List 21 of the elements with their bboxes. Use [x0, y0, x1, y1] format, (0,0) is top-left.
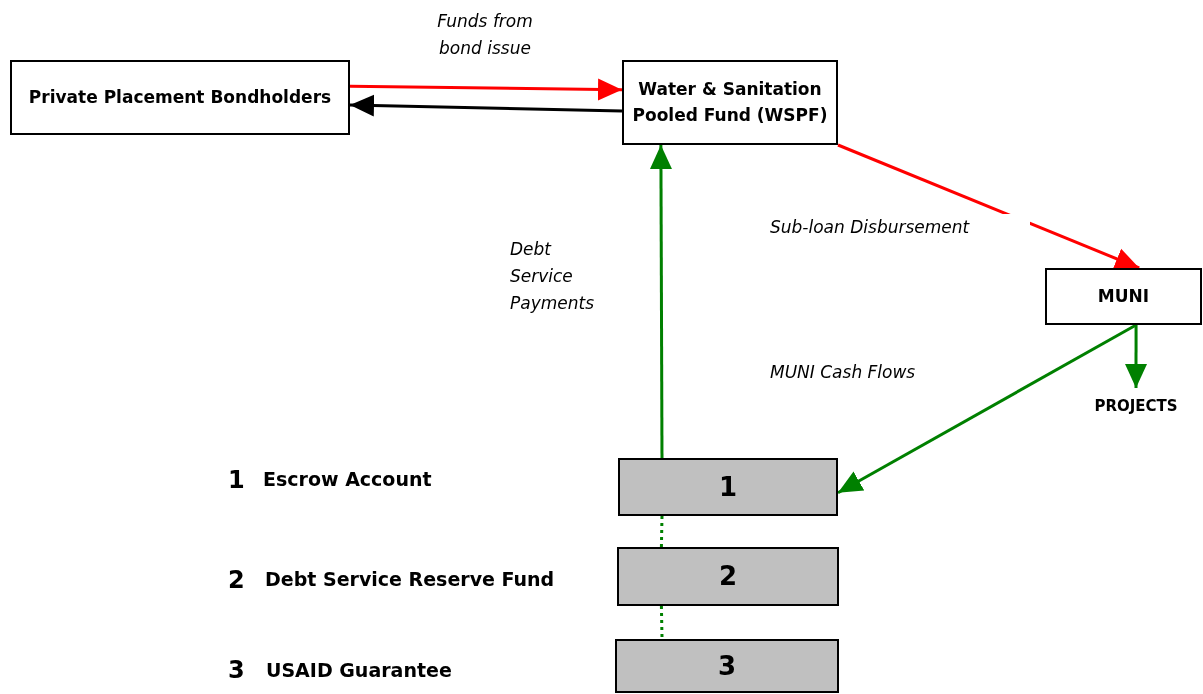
node-text: PROJECTS: [1094, 388, 1178, 424]
arrow: [837, 143, 1140, 270]
process-box: Private Placement Bondholders: [10, 60, 350, 135]
process-box: MUNI: [1045, 268, 1202, 325]
list-label: Debt Service Reserve Fund: [265, 568, 555, 590]
list-number: 2: [228, 566, 245, 594]
process-box: Water & Sanitation Pooled Fund (WSPF): [622, 60, 838, 145]
arrow: [837, 323, 1137, 495]
list-label: Escrow Account: [263, 468, 432, 490]
numbered-box: 1: [618, 458, 838, 516]
connector-line: [659, 515, 664, 548]
list-number: 3: [228, 656, 245, 684]
arrow: [349, 78, 623, 101]
numbered-box: 2: [617, 547, 839, 606]
arrow: [1125, 325, 1147, 388]
arrow: [349, 94, 623, 117]
list-number: 1: [228, 466, 245, 494]
list-label: USAID Guarantee: [266, 659, 452, 681]
connector-line: [659, 605, 664, 640]
numbered-box: 3: [615, 639, 839, 693]
arrow: [649, 145, 672, 458]
